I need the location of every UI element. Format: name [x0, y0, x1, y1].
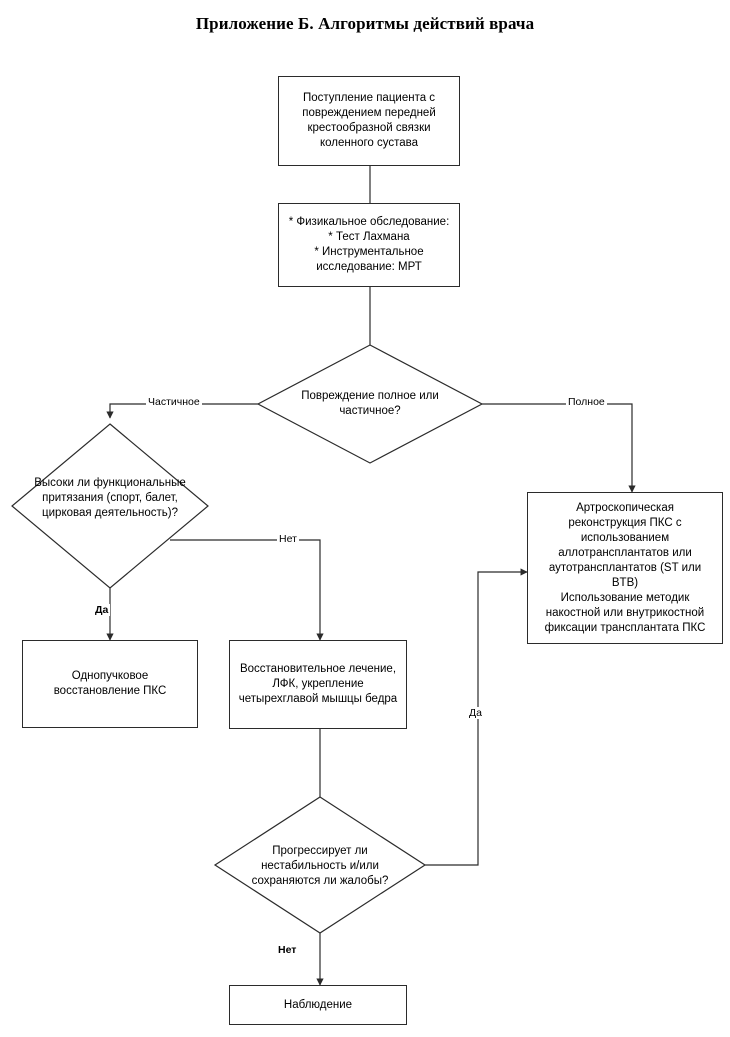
- edge-label-no-decision2: Нет: [277, 533, 299, 545]
- node-line: * Физикальное обследование:: [288, 216, 450, 228]
- edge-label-no-decision3: Нет: [276, 944, 299, 956]
- node-line: BTB): [611, 576, 639, 589]
- node-line: * Тест Лахмана: [328, 231, 410, 243]
- node-line: ЛФК, укрепление: [272, 678, 364, 690]
- node-line: использованием: [580, 531, 670, 544]
- node-line: аутотрансплантатов (ST или: [548, 561, 702, 574]
- decision-instability-progress: [213, 796, 427, 934]
- edge-label-partial: Частичное: [146, 396, 202, 408]
- node-line: Наблюдение: [283, 998, 353, 1011]
- node-line: реконструкция ПКС с: [568, 516, 682, 529]
- node-line: исследование: МРТ: [316, 261, 422, 273]
- edge-label-yes-decision3: Да: [467, 707, 484, 719]
- edge-label-yes-decision2: Да: [93, 604, 111, 616]
- decision-functional-demands: [11, 423, 209, 589]
- node-line: Поступление пациента с: [302, 92, 436, 104]
- node-rehabilitation[interactable]: Восстановительное лечение, ЛФК, укреплен…: [229, 640, 407, 729]
- node-line: Восстановительное лечение,: [239, 663, 397, 675]
- node-patient-intake[interactable]: Поступление пациента с повреждением пере…: [278, 76, 460, 166]
- node-line: * Инструментальное: [314, 246, 424, 258]
- node-line: аллотрансплантатов или: [558, 546, 692, 559]
- node-examination[interactable]: * Физикальное обследование: * Тест Лахма…: [278, 203, 460, 287]
- node-line: крестообразной связки: [307, 122, 431, 134]
- edge-partial-to-decision2: [106, 403, 258, 419]
- node-line: Использование методик: [560, 591, 690, 604]
- node-line: накостной или внутрикостной: [545, 606, 705, 619]
- node-line: Однопучковое: [71, 670, 149, 682]
- node-line: восстановление ПКС: [53, 685, 167, 697]
- node-line: коленного сустава: [319, 137, 419, 149]
- edge-full-to-reconstruction: [482, 403, 636, 493]
- edge-no-to-rehabilitation: [170, 539, 324, 641]
- decision-damage-extent: [256, 344, 484, 464]
- node-observation[interactable]: Наблюдение: [229, 985, 407, 1025]
- edge-label-full: Полное: [566, 396, 607, 408]
- node-arthroscopic-reconstruction[interactable]: Артроскопическая реконструкция ПКС с исп…: [527, 492, 723, 644]
- node-line: фиксации трансплантата ПКС: [544, 621, 706, 634]
- node-line: Артроскопическая: [576, 501, 674, 514]
- page-title: Приложение Б. Алгоритмы действий врача: [195, 14, 535, 33]
- node-single-bundle-repair[interactable]: Однопучковое восстановление ПКС: [22, 640, 198, 728]
- node-line: повреждением передней: [302, 107, 436, 119]
- node-line: четырехглавой мышцы бедра: [238, 693, 398, 705]
